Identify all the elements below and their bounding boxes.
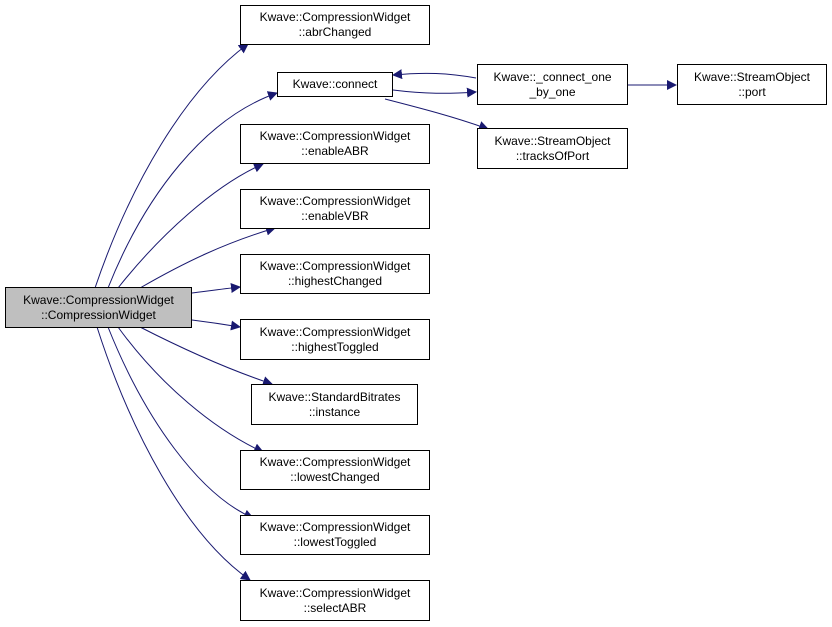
node-select-abr[interactable]: Kwave::CompressionWidget ::selectABR <box>240 580 430 621</box>
edge-root-enableABR <box>117 163 264 289</box>
edge-root-connect <box>107 91 278 289</box>
node-port-line1: Kwave::StreamObject <box>693 69 811 84</box>
node-abrChanged-line2: ::abrChanged <box>298 25 372 39</box>
node-enableVBR-line2: ::enableVBR <box>301 209 369 223</box>
node-tracksOfPort-line1: Kwave::StreamObject <box>494 133 611 148</box>
edge-root-abrChanged <box>94 43 249 289</box>
node-highest-changed[interactable]: Kwave::CompressionWidget ::highestChange… <box>240 254 430 294</box>
edge-root-selectABR <box>96 326 251 581</box>
edge-connect_one-connect <box>392 69 477 80</box>
node-stream-object-tracks-of-port[interactable]: Kwave::StreamObject ::tracksOfPort <box>477 128 628 169</box>
node-root-line2: ::CompressionWidget <box>41 307 156 322</box>
edge-root-lowestToggled <box>107 326 254 519</box>
edge-root-highestToggled <box>191 319 241 331</box>
edge-connect-tracksOfPort <box>384 98 489 131</box>
edge-connect-connect_one <box>392 87 477 98</box>
node-highestToggled-line2: ::highestToggled <box>291 339 379 354</box>
node-connect_one-line1: Kwave::_connect_one <box>493 69 612 84</box>
node-compression-widget-constructor: Kwave::CompressionWidget ::CompressionWi… <box>5 287 192 328</box>
node-lowestChanged-line1: Kwave::CompressionWidget <box>259 455 411 469</box>
node-tracksOfPort-line2: ::tracksOfPort <box>515 148 590 163</box>
edge-root-highestChanged <box>191 283 241 294</box>
node-enable-vbr[interactable]: Kwave::CompressionWidget ::enableVBR <box>240 189 430 229</box>
node-lowestToggled-line1: Kwave::CompressionWidget <box>259 520 411 534</box>
edge-layer <box>94 43 677 581</box>
node-abr-changed[interactable]: Kwave::CompressionWidget ::abrChanged <box>240 5 430 45</box>
node-root-line1: Kwave::CompressionWidget <box>23 292 174 307</box>
node-lowestChanged-line2: ::lowestChanged <box>290 470 380 484</box>
node-abrChanged-line1: Kwave::CompressionWidget <box>259 10 411 24</box>
node-lowest-changed[interactable]: Kwave::CompressionWidget ::lowestChanged <box>240 450 430 490</box>
node-port-line2: ::port <box>738 84 766 99</box>
node-connect_one-line2: _by_one <box>529 84 576 99</box>
node-selectABR-line1: Kwave::CompressionWidget <box>259 585 411 600</box>
node-instance-line1: Kwave::StandardBitrates <box>268 389 401 404</box>
node-instance-line2: ::instance <box>308 404 361 419</box>
node-lowest-toggled[interactable]: Kwave::CompressionWidget ::lowestToggled <box>240 515 430 555</box>
node-highestChanged-line2: ::highestChanged <box>287 274 383 288</box>
edge-root-lowestChanged <box>117 326 264 453</box>
node-enableABR-line1: Kwave::CompressionWidget <box>259 129 411 143</box>
node-enable-abr[interactable]: Kwave::CompressionWidget ::enableABR <box>240 124 430 164</box>
edge-root-instance <box>139 326 273 386</box>
node-stream-object-port[interactable]: Kwave::StreamObject ::port <box>677 64 827 105</box>
node-selectABR-line2: ::selectABR <box>303 600 367 615</box>
node-kwave-connect[interactable]: Kwave::connect <box>277 72 393 97</box>
node-enableABR-line2: ::enableABR <box>301 144 369 158</box>
node-highestChanged-line1: Kwave::CompressionWidget <box>259 259 411 273</box>
node-connect-one-by-one[interactable]: Kwave::_connect_one _by_one <box>477 64 628 105</box>
node-standard-bitrates-instance[interactable]: Kwave::StandardBitrates ::instance <box>251 384 418 425</box>
edge-root-enableVBR <box>139 225 276 289</box>
node-highestToggled-line1: Kwave::CompressionWidget <box>259 324 411 339</box>
node-lowestToggled-line2: ::lowestToggled <box>293 535 377 549</box>
node-highest-toggled[interactable]: Kwave::CompressionWidget ::highestToggle… <box>240 319 430 360</box>
node-connect-line1: Kwave::connect <box>292 77 378 91</box>
node-enableVBR-line1: Kwave::CompressionWidget <box>259 194 411 208</box>
